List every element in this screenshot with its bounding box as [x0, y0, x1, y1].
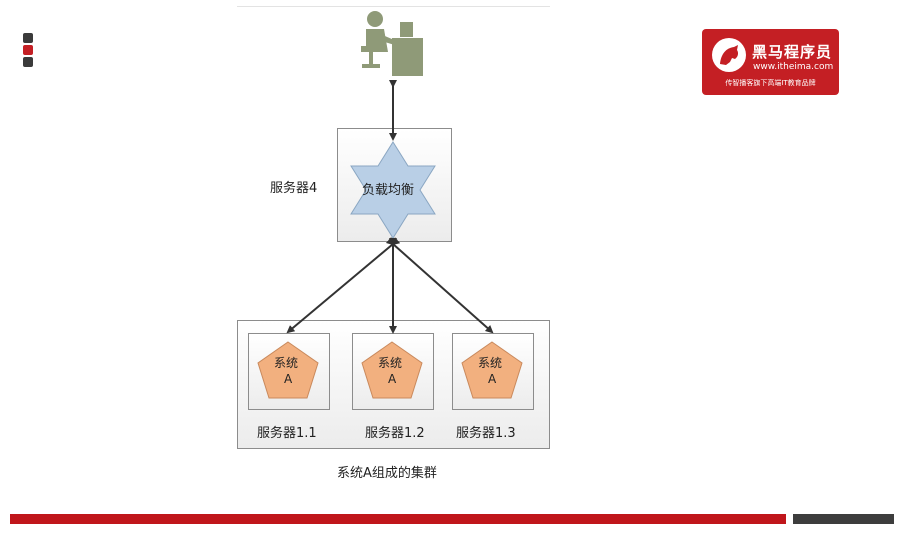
cluster-caption: 系统A组成的集群	[337, 466, 437, 481]
system-a-pentagon-icon-1	[257, 341, 319, 399]
server-label-2: 服务器1.2	[365, 426, 425, 441]
system-a-pentagon-icon-3	[461, 341, 523, 399]
system-label-3: 系统	[478, 356, 503, 370]
dot-1	[23, 33, 33, 43]
itheima-logo: 黑马程序员 www.itheima.com 传智播客旗下高端IT教育品牌	[702, 29, 839, 95]
server-label-1: 服务器1.1	[257, 426, 317, 441]
logo-brand-text: 黑马程序员	[752, 43, 833, 61]
dot-3	[23, 57, 33, 67]
system-letter-3: A	[488, 372, 497, 386]
top-divider	[237, 6, 550, 7]
arrow-lb-server-3	[385, 237, 494, 334]
footer-red-bar	[10, 514, 786, 524]
system-a-pentagon-icon-2	[361, 341, 423, 399]
arrow-lb-server-1	[286, 237, 401, 334]
logo-slogan: 传智播客旗下高端IT教育品牌	[725, 79, 816, 87]
footer-gray-bar	[793, 514, 894, 524]
system-label-2: 系统	[378, 356, 403, 370]
system-label-1: 系统	[274, 356, 299, 370]
slide-bullet-dots	[23, 33, 33, 69]
load-balancer-server-label: 服务器4	[270, 181, 318, 196]
logo-url: www.itheima.com	[753, 62, 834, 72]
dot-2	[23, 45, 33, 55]
system-letter-1: A	[284, 372, 293, 386]
server-label-3: 服务器1.3	[456, 426, 516, 441]
horse-logo-icon	[712, 38, 746, 72]
system-letter-2: A	[388, 372, 397, 386]
load-balancer-label: 负载均衡	[362, 183, 415, 198]
